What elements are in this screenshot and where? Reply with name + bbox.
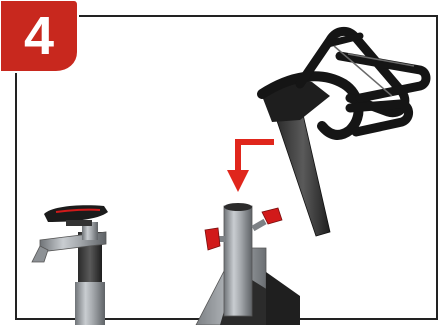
down-arrow-icon	[227, 142, 274, 192]
saddle-rail	[66, 220, 92, 226]
step-number: 4	[0, 0, 74, 72]
seat-post-sleeve	[75, 282, 105, 325]
frame-dark-panel	[266, 272, 300, 325]
seat-assembly	[32, 205, 108, 325]
adjustment-knob-left	[205, 228, 220, 250]
socket-opening	[224, 203, 252, 211]
handlebar-assembly	[262, 31, 426, 236]
bike-frame	[196, 203, 300, 325]
handlebar-post-socket	[224, 206, 252, 316]
knob-stem-right	[251, 219, 266, 231]
step-badge: 4	[0, 0, 80, 74]
seat-clamp-lever	[32, 246, 48, 262]
saddle	[44, 205, 108, 222]
